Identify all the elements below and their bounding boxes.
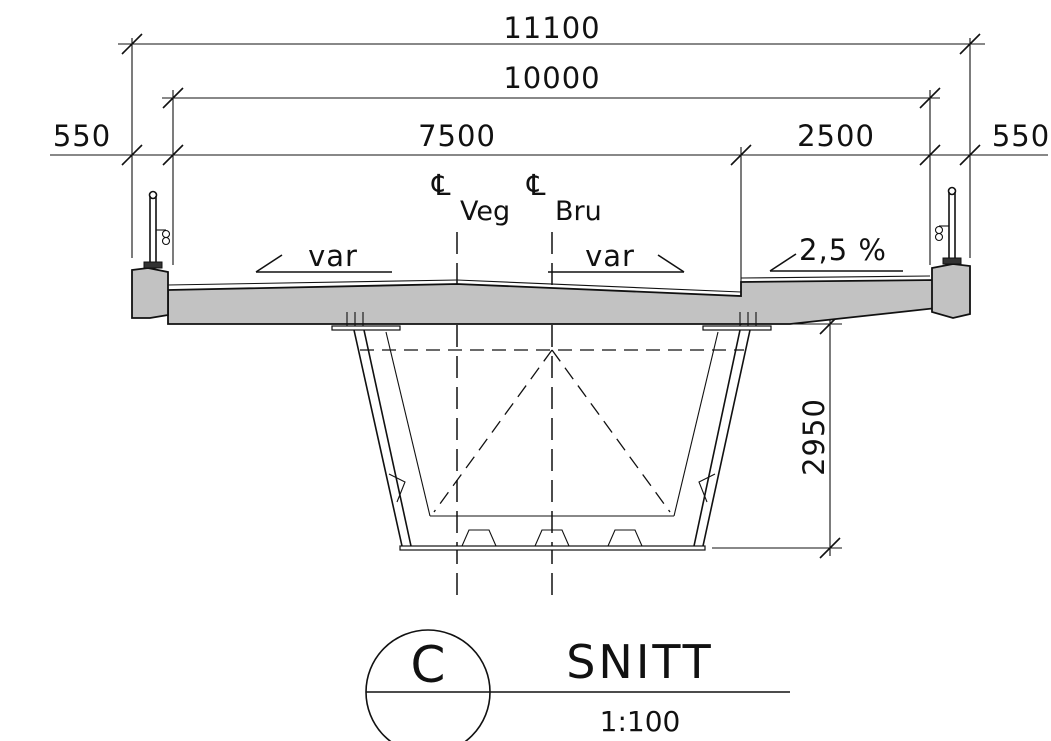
dim-inner-label: 10000	[503, 61, 600, 95]
dim-left-edge-label: 550	[53, 119, 111, 153]
railing-right	[934, 186, 962, 265]
centerline-road: ℄ Veg	[431, 168, 510, 604]
slope-middle-label: var	[585, 239, 635, 273]
steel-box-girder	[331, 325, 772, 551]
slope-right-label: 2,5 %	[799, 233, 887, 267]
edge-beam-right	[931, 263, 971, 319]
centerline-bridge: ℄ Bru	[526, 168, 602, 604]
centerline-road-symbol: ℄	[431, 168, 451, 202]
edge-beam-left	[131, 267, 169, 319]
centerline-bridge-symbol: ℄	[526, 168, 546, 202]
dimension-overall: 11100	[118, 11, 985, 258]
dim-right-edge-label: 550	[992, 119, 1050, 153]
dimension-depth: 2950	[712, 313, 842, 559]
section-title: SNITT	[566, 635, 714, 689]
slope-left: var	[255, 239, 392, 273]
title-block: C SNITT 1:100	[365, 629, 790, 741]
concrete-deck	[167, 275, 938, 326]
dimension-chain: 550 7500 2500 550	[50, 119, 1050, 325]
dim-overall-label: 11100	[503, 11, 600, 45]
centerline-bridge-label: Bru	[555, 196, 602, 227]
dim-depth-label: 2950	[797, 398, 831, 476]
section-letter: C	[411, 636, 446, 694]
centerline-road-label: Veg	[460, 196, 510, 227]
section-scale: 1:100	[600, 705, 681, 738]
dim-carriageway-label: 7500	[418, 119, 496, 153]
slope-right: 2,5 %	[769, 233, 903, 272]
dimension-inner: 10000	[162, 61, 941, 265]
railing-left	[143, 190, 171, 269]
slope-middle: var	[548, 239, 685, 273]
slope-left-label: var	[308, 239, 358, 273]
dim-shoulder-label: 2500	[797, 119, 875, 153]
